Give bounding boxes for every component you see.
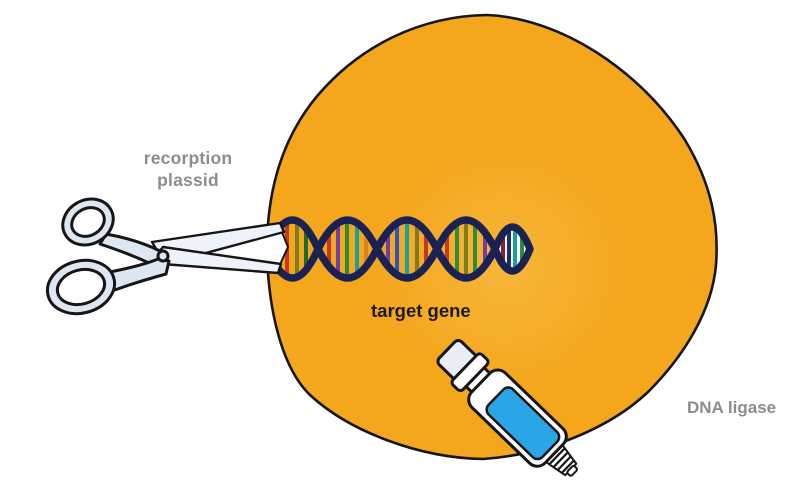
plasmid-label: recorption plassid: [118, 147, 258, 191]
glue-tube-icon: [436, 339, 578, 477]
plasmid-label-line2: plassid: [157, 170, 219, 190]
target-gene-label: target gene: [371, 300, 471, 321]
tube-nozzle-tip: [566, 465, 578, 477]
scissors-handle-lower-hole: [55, 267, 107, 307]
dna-strands: [263, 216, 534, 282]
dna-ligase-label: DNA ligase: [687, 398, 777, 417]
tube-blue-label: [485, 386, 561, 461]
scissors-icon: [45, 197, 289, 316]
scissors-shank-lower: [108, 257, 171, 293]
tube-cap-flange: [450, 352, 490, 393]
scissors-handle-upper-hole: [70, 206, 106, 238]
scissors-pivot-screw: [156, 249, 170, 263]
plasmid-label-line1: recorption: [143, 148, 233, 168]
